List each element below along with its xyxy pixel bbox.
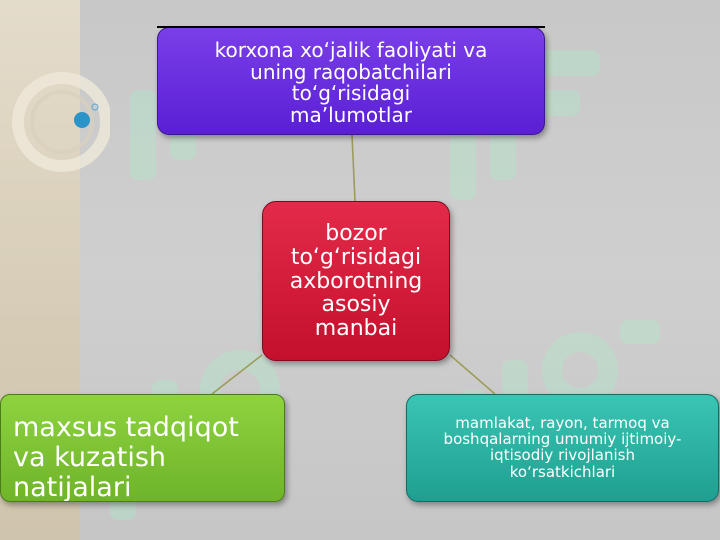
decorative-circles [12, 72, 110, 172]
connector-top [351, 134, 356, 202]
connector-left [211, 354, 263, 395]
node-left-label: maxsus tadqiqot va kuzatish natijalari [13, 412, 239, 502]
node-top: korxona xo‘jalik faoliyati va uning raqo… [157, 27, 545, 135]
node-right-label: mamlakat, rayon, tarmoq va boshqalarning… [443, 414, 682, 481]
letterbox-top-left [157, 26, 545, 28]
connector-right [449, 354, 496, 395]
central-node: bozor to‘g‘risidagi axborotning asosiy m… [262, 201, 450, 361]
node-left: maxsus tadqiqot va kuzatish natijalari [0, 394, 285, 502]
node-top-label: korxona xo‘jalik faoliyati va uning raqo… [214, 38, 488, 127]
node-right: mamlakat, rayon, tarmoq va boshqalarning… [406, 394, 719, 502]
central-node-label: bozor to‘g‘risidagi axborotning asosiy m… [289, 221, 423, 341]
